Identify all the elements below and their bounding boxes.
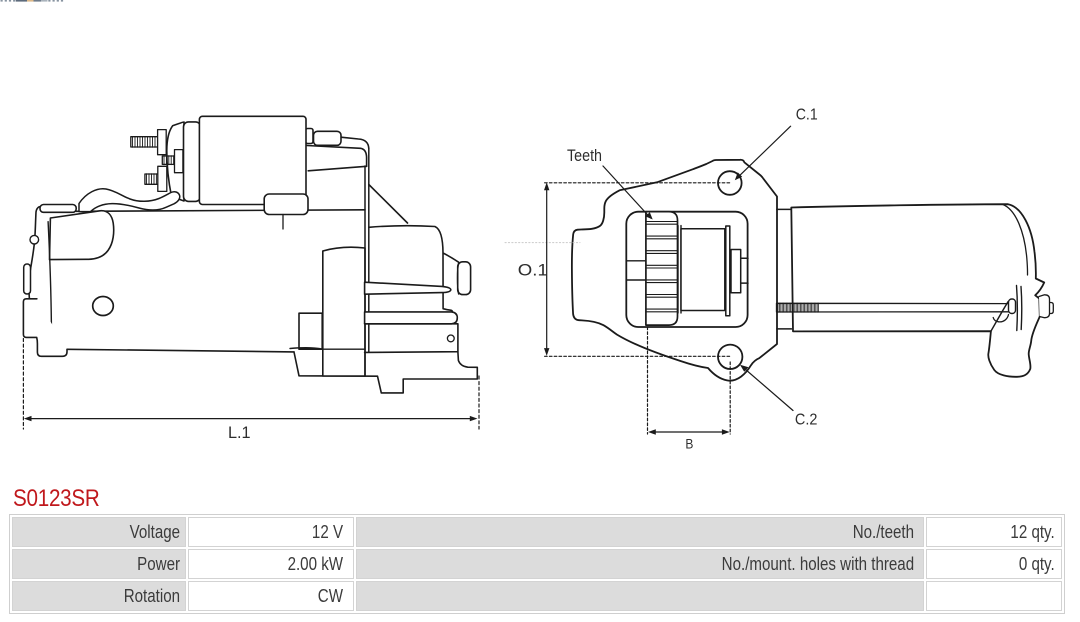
svg-text:C.1: C.1 [796, 107, 818, 124]
svg-text:B: B [685, 435, 693, 451]
svg-text:C.2: C.2 [795, 412, 818, 429]
svg-text:O.1: O.1 [518, 261, 548, 280]
svg-text:Teeth: Teeth [567, 146, 602, 165]
svg-text:L.1: L.1 [228, 423, 251, 442]
